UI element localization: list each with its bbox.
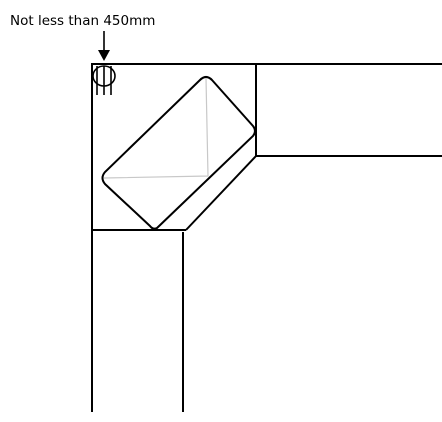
corner-walls [91, 63, 442, 412]
unit-fold-line [103, 77, 209, 179]
dimension-arrow [98, 31, 110, 61]
diagonal-unit [101, 76, 256, 230]
outer-wall-edge [91, 63, 442, 412]
corner-fixture-symbol [92, 65, 116, 95]
clearance-label: Not less than 450mm [10, 13, 155, 29]
return-wall-edge [255, 64, 442, 157]
unit-outline [101, 76, 256, 230]
chamfer-wall [185, 155, 257, 231]
